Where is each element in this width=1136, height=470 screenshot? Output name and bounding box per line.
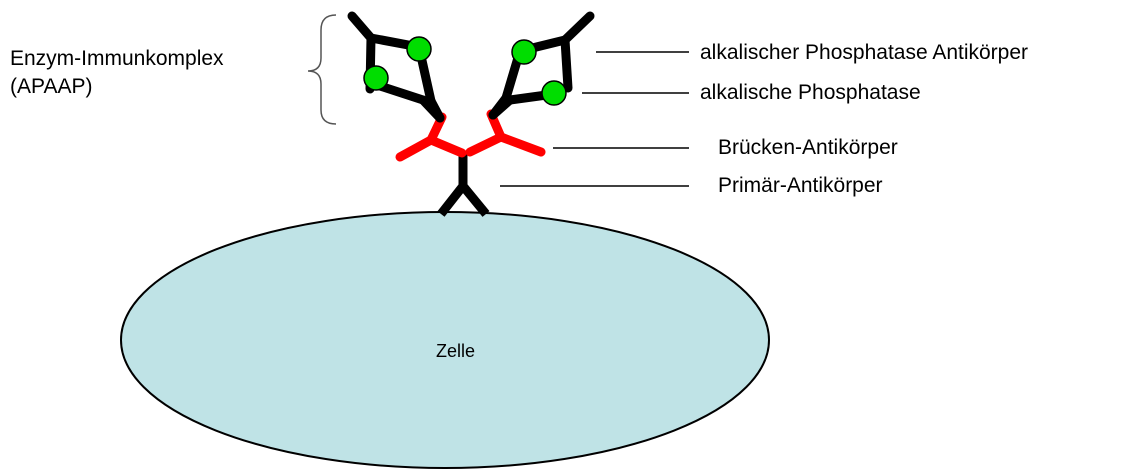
complex-label: Enzym-Immunkomplex (10, 48, 224, 69)
bridge-antibody-icon (400, 114, 541, 157)
enzyme-icon (407, 37, 431, 61)
primary-antibody-label: Primär-Antikörper (718, 175, 883, 196)
ap-antibody-right-icon (493, 16, 590, 115)
enzyme-icon (512, 40, 536, 64)
enzyme-icon (542, 81, 566, 105)
bridge-antibody-label: Brücken-Antikörper (718, 137, 898, 158)
cell-label: Zelle (436, 342, 475, 360)
primary-antibody-icon (441, 152, 486, 214)
leader-lines (500, 52, 689, 186)
complex-abbrev-label: (APAAP) (10, 76, 92, 97)
ap-antibody-left-icon (352, 16, 440, 118)
ap-antibody-label: alkalischer Phosphatase Antikörper (700, 42, 1028, 63)
enzyme-icon (364, 66, 388, 90)
ap-label: alkalische Phosphatase (700, 82, 921, 103)
cell-ellipse (121, 212, 769, 468)
brace-icon (308, 15, 336, 124)
